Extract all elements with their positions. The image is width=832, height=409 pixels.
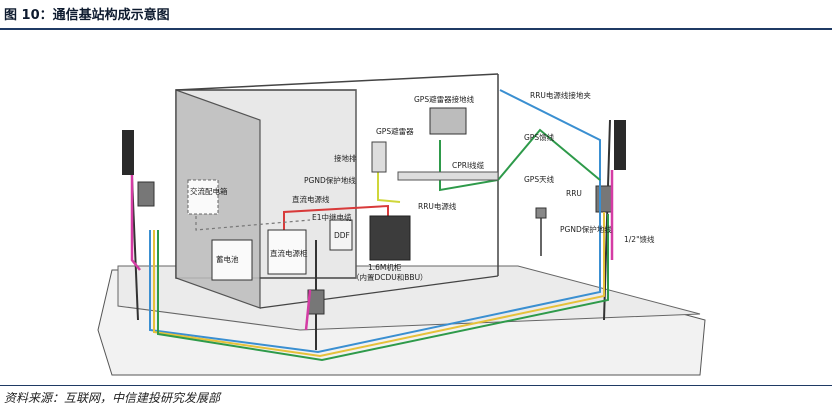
label-rru-power-cable: RRU电源线	[418, 201, 457, 211]
label-dc-power: 直流电源柜	[270, 248, 308, 258]
label-bbu-cabinet-note: （内置DCDU和BBU）	[352, 272, 428, 282]
ac-box	[187, 179, 219, 215]
source-note: 资料来源：互联网，中信建投研究发展部	[4, 391, 221, 405]
label-dc-power-cable: 直流电源线	[292, 194, 330, 204]
label-feeder-half: 1/2"馈线	[624, 234, 655, 244]
cable-magenta-mid	[304, 289, 312, 331]
ddf-box	[329, 219, 353, 251]
label-gps-feeder: GPS馈线	[524, 132, 555, 142]
cable-green-top	[439, 128, 601, 192]
dashed-ac-line	[195, 210, 311, 231]
label-rru-power-ground-clamp: RRU电源线接地夹	[530, 90, 591, 100]
label-e1-relay: E1中继电缆	[312, 212, 352, 222]
title-divider	[0, 28, 832, 30]
label-ddf: DDF	[334, 231, 350, 240]
label-gps-antenna: GPS天线	[524, 174, 555, 184]
gps-antenna-box	[535, 207, 547, 219]
label-rru: RRU	[566, 189, 582, 198]
cable-magenta-left	[130, 175, 141, 271]
label-ac-box: 交流配电箱	[190, 186, 228, 196]
label-battery: 蓄电池	[216, 254, 239, 264]
dc-power-box	[267, 229, 307, 275]
base-station-diagram: GPS避雷器接地线 RRU电源线接地夹 GPS避雷器 GPS馈线 接地排 CPR…	[97, 73, 706, 376]
label-gps-arrester: GPS避雷器	[376, 126, 414, 136]
source-divider	[0, 385, 832, 386]
battery-box	[211, 239, 253, 281]
cable-green	[157, 214, 609, 362]
cpri-tray	[397, 171, 499, 181]
label-pgnd-ground-2: PGND保护地线	[560, 224, 612, 234]
figure-title: 图 10：通信基站构成示意图	[4, 8, 170, 23]
antenna-left	[122, 130, 134, 175]
cable-blue	[149, 89, 601, 354]
ground-bar	[371, 141, 387, 173]
room-edge-top	[175, 73, 499, 91]
label-ground-bar: 接地排	[334, 153, 357, 163]
label-gps-arrester-ground: GPS避雷器接地线	[414, 94, 475, 104]
gps-arrester-plate	[429, 107, 467, 135]
label-bbu-cabinet: 1.6M机柜	[368, 262, 402, 272]
label-pgnd-ground: PGND保护地线	[304, 175, 356, 185]
cable-yellow	[153, 212, 605, 358]
rru-left	[137, 181, 155, 207]
room-edge-floor	[259, 275, 499, 309]
label-cpri-cable: CPRI线缆	[452, 160, 485, 170]
rru-right	[595, 185, 613, 213]
antenna-right	[614, 120, 626, 170]
bbu-cabinet	[369, 215, 411, 261]
cable-yellow-pgnd	[377, 172, 401, 203]
